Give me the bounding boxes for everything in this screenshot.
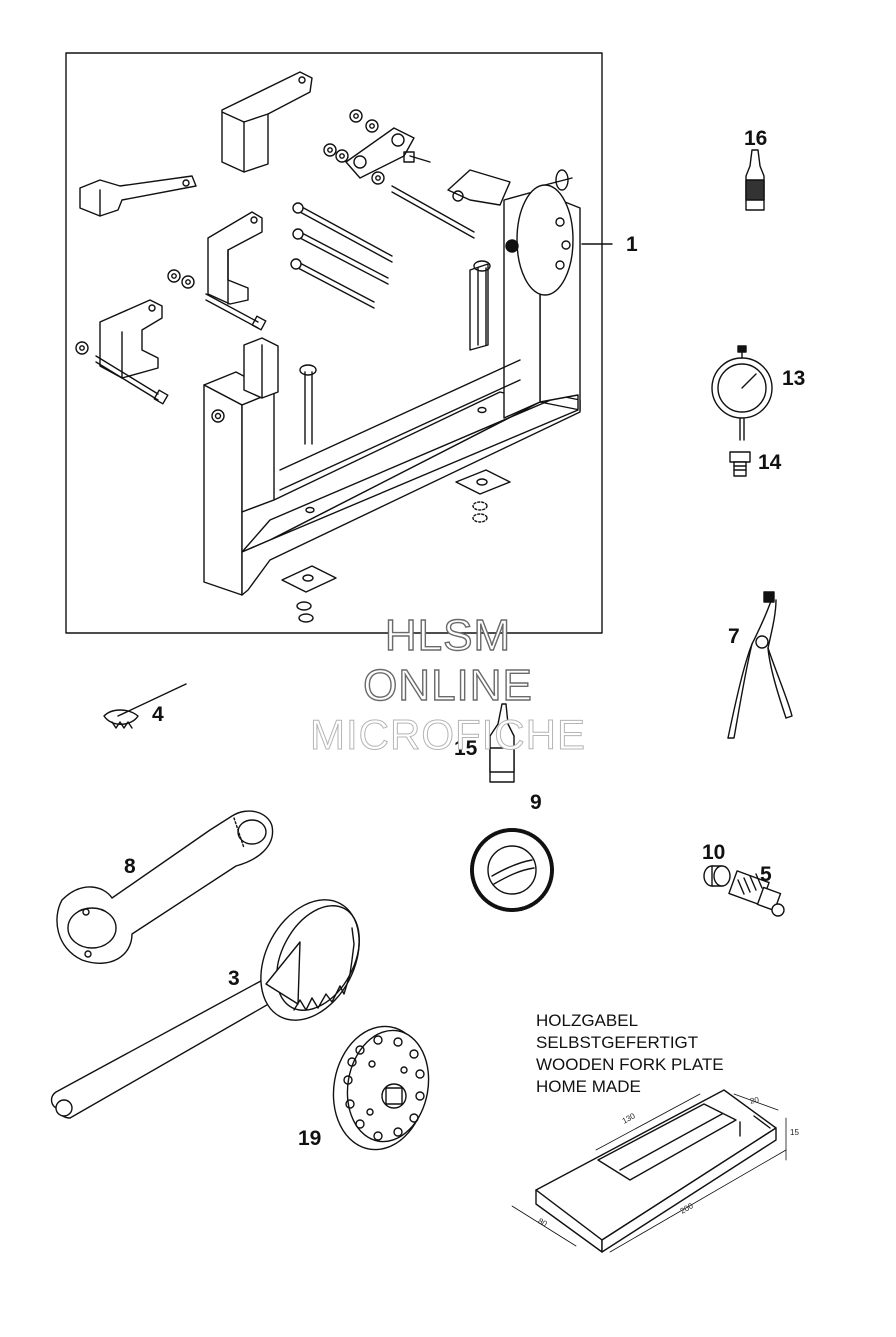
special-tool-4 <box>103 683 187 729</box>
adapter-14 <box>729 451 751 477</box>
callout-8: 8 <box>124 855 136 878</box>
dim-15: 15 <box>790 1128 799 1137</box>
bolt-set <box>95 127 475 405</box>
sleeve-10 <box>703 865 731 887</box>
callout-14: 14 <box>758 451 782 474</box>
callout-19: 19 <box>298 1127 322 1150</box>
callout-7: 7 <box>728 625 740 648</box>
flywheel-puller-19 <box>332 1025 430 1151</box>
callout-1: 1 <box>626 233 638 256</box>
kit-frame-box <box>65 52 603 634</box>
callout-13: 13 <box>782 367 806 390</box>
callout-15: 15 <box>454 737 478 760</box>
feet-plates <box>281 469 511 623</box>
bracket-left <box>79 175 197 217</box>
watermark-line-2: ONLINE <box>362 661 533 710</box>
note-line-1: HOLZGABEL <box>536 1011 639 1030</box>
adapter-5 <box>728 870 785 917</box>
hook-wrench-8 <box>56 810 274 964</box>
nuts-washers <box>75 109 385 355</box>
bracket-top <box>221 71 313 173</box>
note-line-3: WOODEN FORK PLATE <box>536 1055 724 1074</box>
callout-5: 5 <box>760 863 772 886</box>
callout-16: 16 <box>744 127 768 150</box>
watermark-line-1: HLSM <box>384 611 512 660</box>
bracket-lower <box>99 299 163 379</box>
bracket-mid <box>207 211 263 305</box>
loctite-bottle-16 <box>745 149 765 211</box>
dim-20: 20 <box>749 1095 760 1106</box>
callout-3: 3 <box>228 967 240 990</box>
clutch-holder-3 <box>50 899 360 1119</box>
wooden-fork-plate <box>511 1089 787 1253</box>
lubricant-bottle-15 <box>489 703 515 783</box>
callout-10: 10 <box>702 841 726 864</box>
dial-gauge-13 <box>711 345 773 441</box>
watermark-line-3: MICROFICHE <box>310 711 586 758</box>
holding-disc-9 <box>470 828 554 912</box>
note-line-4: HOME MADE <box>536 1077 641 1096</box>
engine-stand <box>203 169 581 596</box>
note-line-2: SELBSTGEFERTIGT <box>536 1033 699 1052</box>
fork-plate-note: HOLZGABEL SELBSTGEFERTIGT WOODEN FORK PL… <box>536 1010 724 1098</box>
callout-9: 9 <box>530 791 542 814</box>
callout-4: 4 <box>152 703 164 726</box>
circlip-pliers-7 <box>727 591 793 739</box>
